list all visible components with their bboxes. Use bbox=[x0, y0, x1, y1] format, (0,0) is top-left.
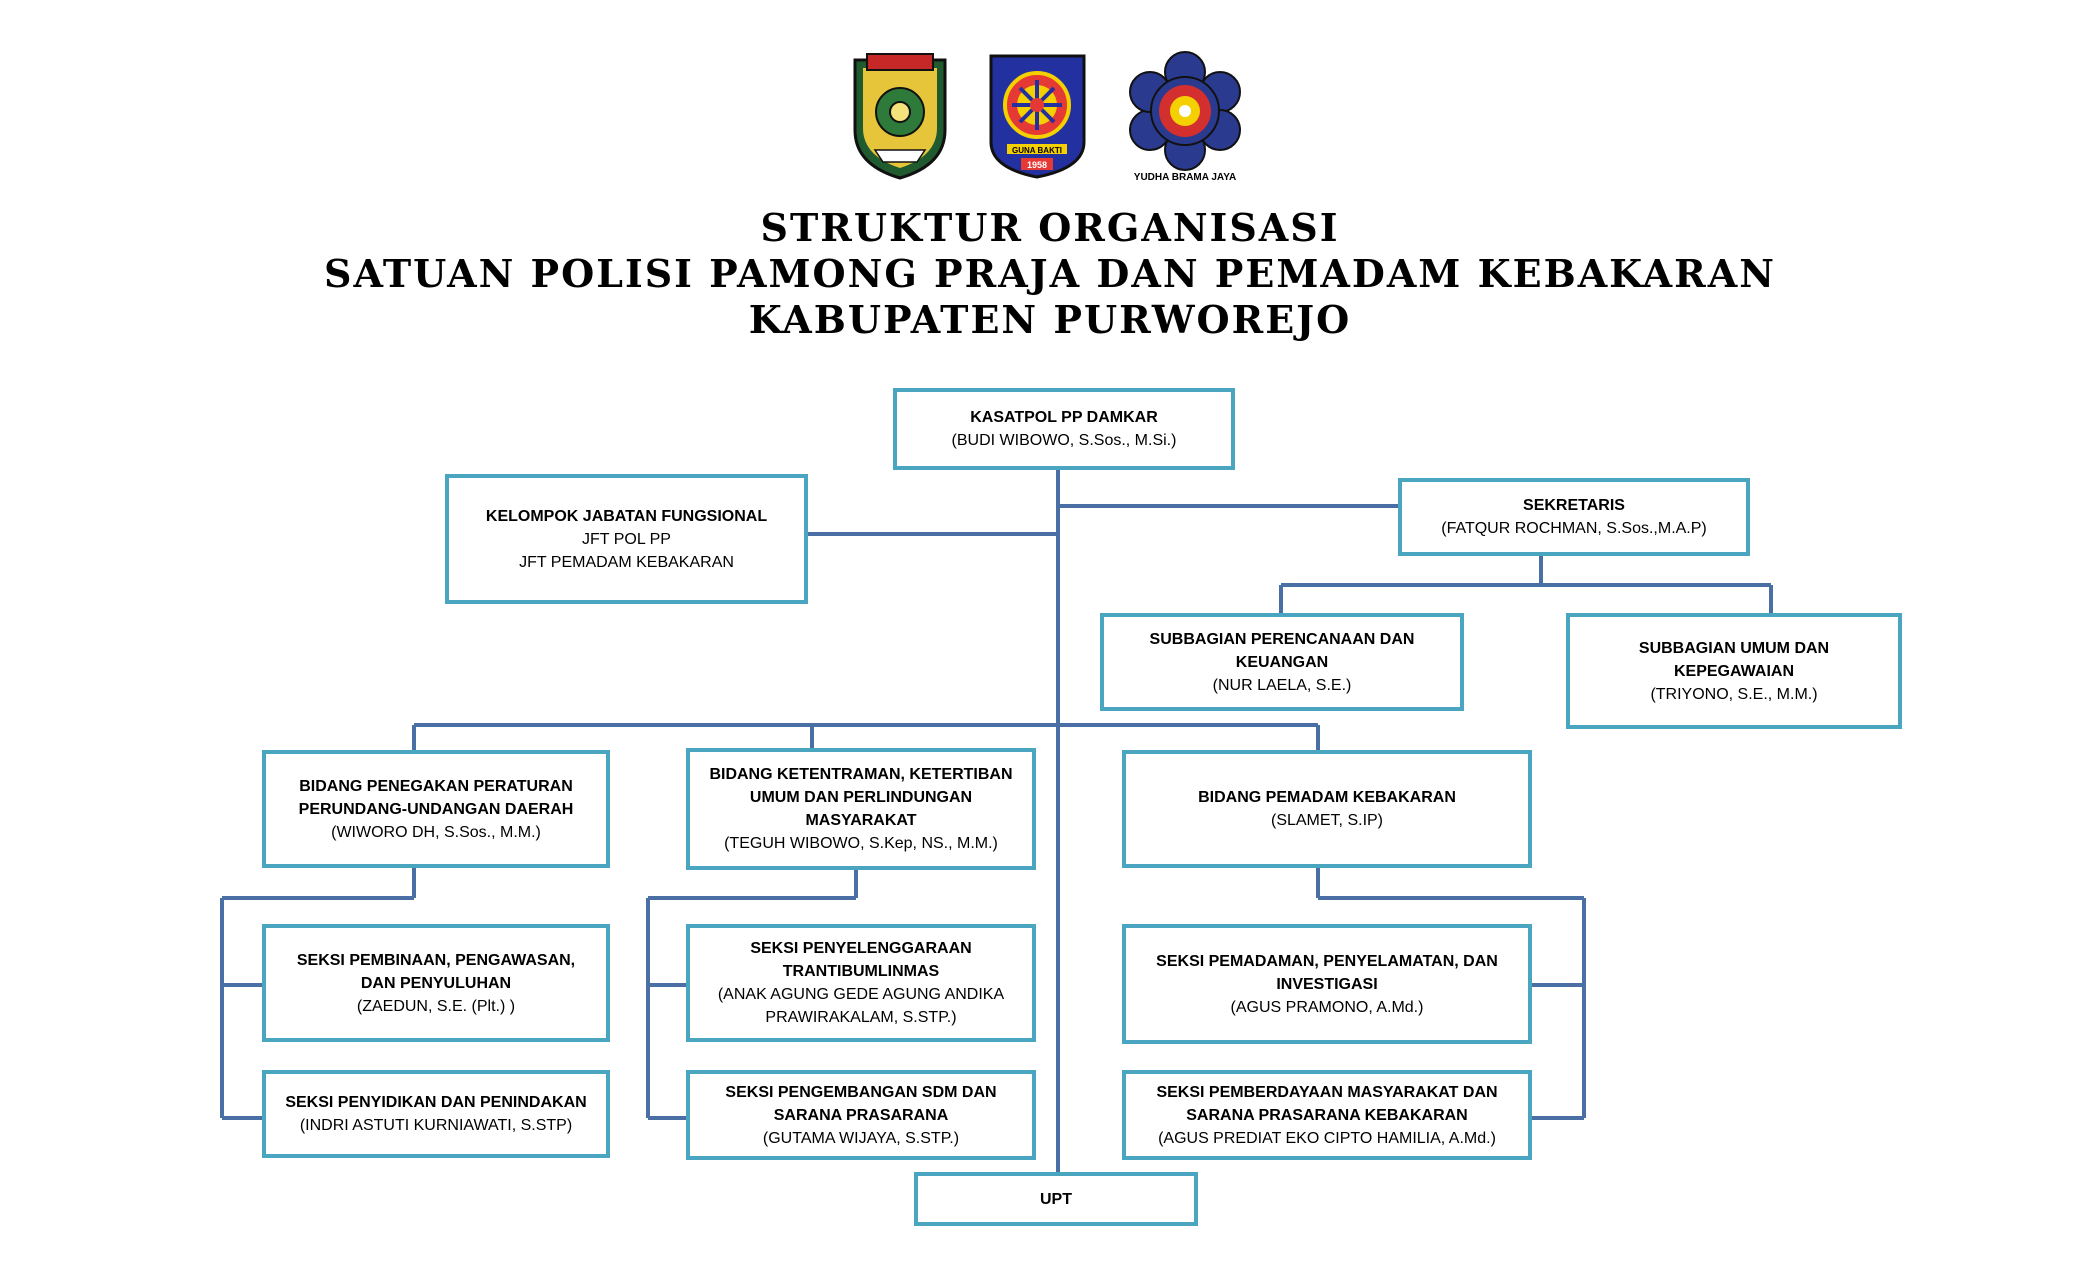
satpol-pp-emblem-icon: YUDHA BRAMA JAYA bbox=[1129, 51, 1241, 183]
box-seksi-pemadaman: SEKSI PEMADAMAN, PENYELAMATAN, DAN INVES… bbox=[1122, 924, 1532, 1044]
box-seksi-pengembangan: SEKSI PENGEMBANGAN SDM DAN SARANA PRASAR… bbox=[686, 1070, 1036, 1160]
svg-text:1958: 1958 bbox=[1027, 160, 1047, 170]
page-title: STRUKTUR ORGANISASI SATUAN POLISI PAMONG… bbox=[0, 205, 2100, 343]
box-bidang-ketentraman: BIDANG KETENTRAMAN, KETERTIBAN UMUM DAN … bbox=[686, 748, 1036, 870]
svg-text:GUNA BAKTI: GUNA BAKTI bbox=[1012, 146, 1062, 155]
box-bidang-penegakan: BIDANG PENEGAKAN PERATURAN PERUNDANG-UND… bbox=[262, 750, 610, 868]
title-line-2: SATUAN POLISI PAMONG PRAJA DAN PEMADAM K… bbox=[324, 251, 1776, 296]
svg-text:YUDHA BRAMA JAYA: YUDHA BRAMA JAYA bbox=[1134, 172, 1236, 183]
box-seksi-pemberdayaan: SEKSI PEMBERDAYAAN MASYARAKAT DAN SARANA… bbox=[1122, 1070, 1532, 1160]
title-line-3: KABUPATEN PURWOREJO bbox=[748, 297, 1352, 342]
title-line-1: STRUKTUR ORGANISASI bbox=[760, 205, 1340, 250]
box-seksi-pembinaan: SEKSI PEMBINAAN, PENGAWASAN, DAN PENYULU… bbox=[262, 924, 610, 1042]
fire-department-emblem-icon: GUNA BAKTI 1958 bbox=[989, 54, 1086, 179]
box-subbagian-perencanaan: SUBBAGIAN PERENCANAAN DAN KEUANGAN (NUR … bbox=[1100, 613, 1464, 711]
box-kasatpol: KASATPOL PP DAMKAR (BUDI WIBOWO, S.Sos.,… bbox=[893, 388, 1235, 470]
box-subbagian-umum: SUBBAGIAN UMUM DAN KEPEGAWAIAN (TRIYONO,… bbox=[1566, 613, 1902, 729]
box-seksi-penyidikan: SEKSI PENYIDIKAN DAN PENINDAKAN (INDRI A… bbox=[262, 1070, 610, 1158]
box-sekretaris: SEKRETARIS (FATQUR ROCHMAN, S.Sos.,M.A.P… bbox=[1398, 478, 1750, 556]
box-seksi-penyelenggaraan: SEKSI PENYELENGGARAAN TRANTIBUMLINMAS (A… bbox=[686, 924, 1036, 1042]
box-bidang-pemadam: BIDANG PEMADAM KEBAKARAN (SLAMET, S.IP) bbox=[1122, 750, 1532, 868]
box-kelompok-jabatan-fungsional: KELOMPOK JABATAN FUNGSIONAL JFT POL PP J… bbox=[445, 474, 808, 604]
purworejo-regency-emblem-icon bbox=[853, 53, 947, 180]
box-upt: UPT bbox=[914, 1172, 1198, 1226]
